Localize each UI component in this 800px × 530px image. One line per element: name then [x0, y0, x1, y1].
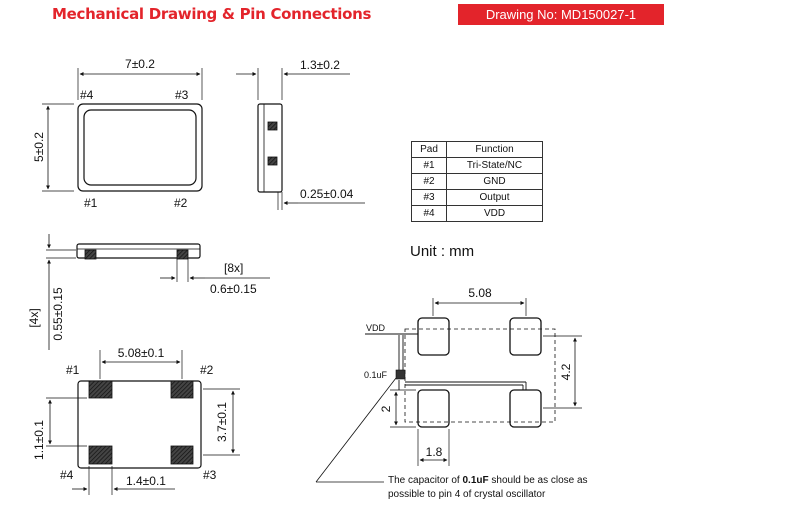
- side-view: [236, 68, 365, 210]
- bottom-pin-1: #1: [66, 363, 80, 377]
- front-height-dim: 0.55±0.15: [51, 287, 65, 341]
- top-pin-1: #1: [84, 196, 98, 210]
- note-prefix: The capacitor of: [388, 475, 463, 486]
- footprint-pad-height-dim: 2: [379, 405, 393, 412]
- top-pin-2: #2: [174, 196, 188, 210]
- footprint-pad-width-dim: 1.8: [426, 445, 443, 459]
- note-suffix: should be as close as possible to pin 4 …: [388, 475, 588, 500]
- side-thickness-dim: 1.3±0.2: [300, 58, 340, 72]
- pin-table-header-pad: Pad: [411, 141, 447, 158]
- footprint-cap-label: 0.1uF: [364, 370, 388, 380]
- pin-table-function: Output: [446, 189, 543, 206]
- front-pad-dim: 0.6±0.15: [210, 282, 257, 296]
- pin-function-table: Pad Function #1 Tri-State/NC #2 GND #3 O…: [411, 141, 543, 222]
- bottom-pin-3: #3: [203, 468, 217, 482]
- footprint-vertical-dim: 4.2: [559, 363, 573, 380]
- side-standoff-dim: 0.25±0.04: [300, 187, 354, 201]
- drawing-number-badge: Drawing No: MD150027-1: [458, 4, 664, 25]
- pin-table-function: Tri-State/NC: [446, 157, 543, 174]
- table-row: #1 Tri-State/NC: [411, 157, 543, 174]
- bottom-pin-4: #4: [60, 468, 74, 482]
- table-row: #2 GND: [411, 173, 543, 190]
- capacitor-note: The capacitor of 0.1uF should be as clos…: [388, 474, 618, 502]
- top-height-dim: 5±0.2: [32, 132, 46, 162]
- table-row: #3 Output: [411, 189, 543, 206]
- pin-table-header-function: Function: [446, 141, 543, 158]
- footprint-vdd-label: VDD: [366, 323, 386, 333]
- pin-table-pad: #2: [411, 173, 447, 190]
- bottom-vertical-pitch-dim: 3.7±0.1: [215, 402, 229, 442]
- bottom-pad-height-dim: 1.1±0.1: [32, 420, 46, 460]
- front-height-count: [4x]: [27, 308, 41, 327]
- bottom-pin-2: #2: [200, 363, 214, 377]
- pin-table-pad: #1: [411, 157, 447, 174]
- top-pin-4: #4: [80, 88, 94, 102]
- pin-table-pad: #3: [411, 189, 447, 206]
- top-view: [42, 68, 203, 192]
- bottom-pad-width-dim: 1.4±0.1: [126, 474, 166, 488]
- top-width-dim: 7±0.2: [125, 57, 155, 71]
- footprint-view: [315, 298, 582, 483]
- page-title: Mechanical Drawing & Pin Connections: [52, 5, 372, 23]
- bottom-view: [46, 350, 240, 495]
- pin-table-header-row: Pad Function: [411, 141, 543, 158]
- table-row: #4 VDD: [411, 205, 543, 222]
- unit-label: Unit : mm: [410, 243, 475, 260]
- note-cap-value: 0.1uF: [462, 475, 489, 486]
- footprint-pitch-dim: 5.08: [468, 286, 492, 300]
- top-pin-3: #3: [175, 88, 189, 102]
- pin-table-pad: #4: [411, 205, 447, 222]
- bottom-pitch-dim: 5.08±0.1: [118, 346, 165, 360]
- front-view: [46, 234, 270, 350]
- pin-table-function: GND: [446, 173, 543, 190]
- front-pad-count: [8x]: [224, 261, 243, 275]
- pin-table-function: VDD: [446, 205, 543, 222]
